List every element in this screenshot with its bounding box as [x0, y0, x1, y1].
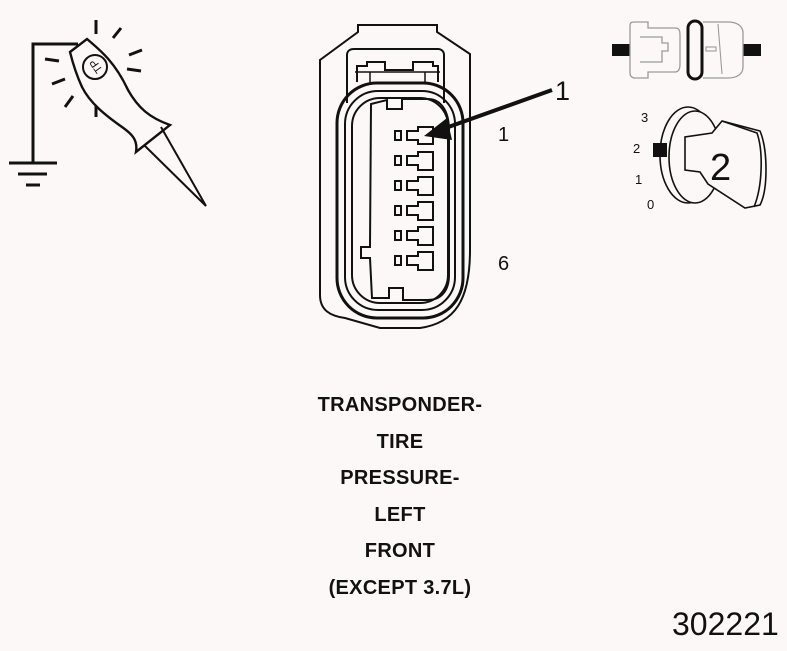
- title-line-6: (EXCEPT 3.7L): [328, 576, 472, 599]
- title-line-3: PRESSURE-: [340, 467, 460, 490]
- title-line-2: TIRE: [376, 430, 424, 453]
- pin-4: [394, 201, 434, 221]
- pin-label-first: 1: [498, 124, 510, 146]
- switch-position-3: 3: [641, 110, 649, 125]
- connector-pins: [394, 126, 434, 271]
- key-label: 2: [710, 147, 732, 189]
- connector-title: TRANSPONDER- TIRE PRESSURE- LEFT FRONT (…: [270, 387, 530, 607]
- switch-position-1: 1: [635, 172, 643, 187]
- pin-5: [394, 226, 434, 246]
- key-switch-icon: [653, 106, 767, 209]
- pin-2: [394, 151, 434, 171]
- pin-1: [394, 126, 434, 145]
- callout-number: 1: [555, 76, 571, 106]
- title-line-4: LEFT: [374, 503, 426, 526]
- callout-arrow: [424, 88, 553, 140]
- figure-number: 302221: [672, 606, 779, 642]
- switch-position-0: 0: [647, 197, 655, 212]
- pin-3: [394, 176, 434, 196]
- title-line-5: FRONT: [364, 540, 436, 563]
- test-probe-icon: [9, 20, 207, 207]
- switch-position-2: 2: [633, 141, 641, 156]
- pin-6: [394, 251, 434, 271]
- pin-label-last: 6: [498, 253, 510, 275]
- connector-face: [319, 24, 471, 329]
- title-line-1: TRANSPONDER-: [317, 394, 483, 416]
- back-probe-icon: [612, 19, 761, 81]
